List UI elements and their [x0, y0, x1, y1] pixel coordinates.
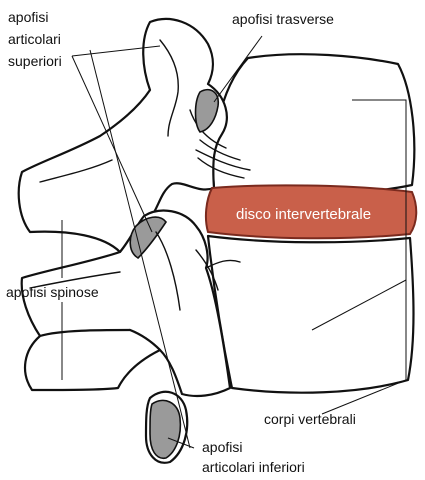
label-superior-facets-1: apofisi: [8, 9, 48, 25]
label-vertebral-bodies: corpi vertebrali: [264, 411, 356, 427]
label-inferior-facets-2: articolari inferiori: [202, 459, 305, 475]
label-spinous-process: apofisi spinose: [6, 284, 99, 300]
label-superior-facets-2: articolari: [8, 31, 61, 47]
label-inferior-facets-1: apofisi: [202, 439, 242, 455]
upper-vertebral-body: [213, 54, 414, 193]
label-intervertebral-disc: disco intervertebrale: [236, 206, 371, 223]
lower-spinous-tip: [25, 330, 160, 390]
lower-vertebral-body: [208, 236, 414, 393]
label-superior-facets-3: superiori: [8, 53, 62, 69]
label-transverse-process: apofisi trasverse: [232, 11, 334, 27]
